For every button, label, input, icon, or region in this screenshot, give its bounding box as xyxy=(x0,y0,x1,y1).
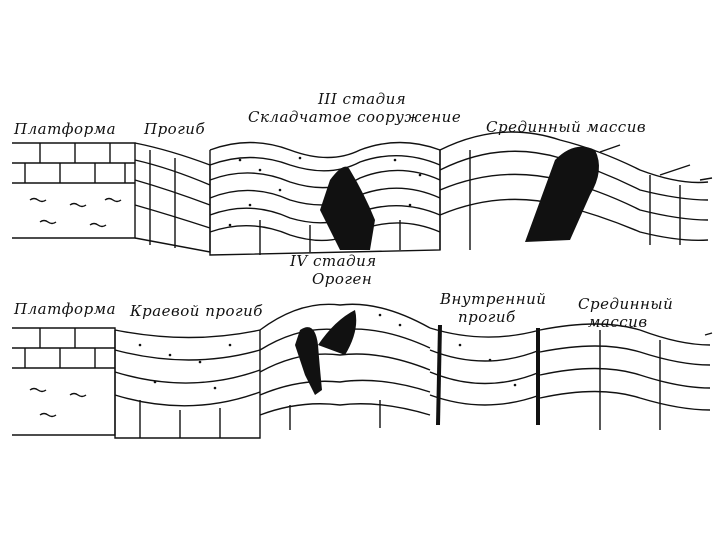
bottom-inner-trough-label-2: прогиб xyxy=(458,308,516,326)
top-stage-label: III стадия xyxy=(318,90,406,108)
top-fold-structure-label: Складчатое сооружение xyxy=(248,108,461,126)
bottom-median-massif-label-1: Срединный xyxy=(578,295,673,313)
bottom-stage-label: IV стадия xyxy=(290,252,377,270)
top-trough-label: Прогиб xyxy=(144,120,205,138)
bottom-median-massif-label-2: массив xyxy=(588,313,648,331)
bottom-orogen-label: Ороген xyxy=(312,270,372,288)
top-platform-label: Платформа xyxy=(14,120,116,138)
bottom-platform-label: Платформа xyxy=(14,300,116,318)
bottom-inner-trough-label-1: Внутренний xyxy=(440,290,546,308)
top-median-massif-label: Срединный массив xyxy=(486,118,646,136)
bottom-marginal-trough-label: Краевой прогиб xyxy=(130,302,263,320)
